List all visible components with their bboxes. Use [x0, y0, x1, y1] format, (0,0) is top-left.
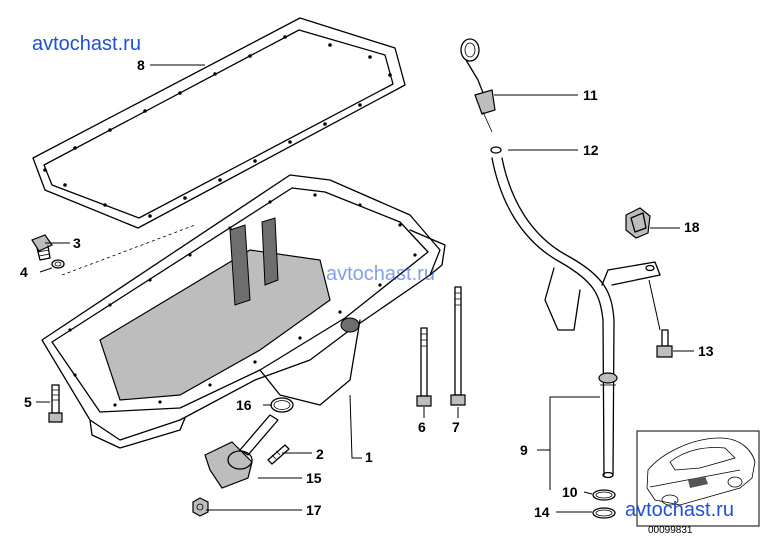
oil-pan-gasket [32, 17, 406, 229]
vehicle-locator-inset: 00099831 [636, 430, 760, 536]
bolt-7 [450, 286, 466, 406]
callout-1: 1 [365, 449, 373, 465]
drain-plug [31, 234, 53, 261]
watermark-top-left: avtochast.ru [32, 33, 141, 55]
callout-10: 10 [562, 484, 578, 500]
bolt-2 [267, 444, 290, 465]
callout-14: 14 [534, 504, 550, 520]
callout-labels: 8 3 4 5 16 2 1 15 17 6 7 11 12 18 13 9 1… [20, 57, 714, 520]
document-number: 00099831 [648, 525, 693, 536]
callout-2: 2 [316, 446, 324, 462]
oil-dipstick [460, 38, 496, 133]
callout-11: 11 [583, 87, 598, 103]
dipstick-guide-tube [491, 157, 661, 479]
nut-17 [192, 497, 209, 517]
clip-18 [625, 207, 651, 239]
watermark-center: avtochast.ru [326, 263, 435, 285]
callout-16: 16 [236, 397, 252, 413]
o-ring-10 [592, 489, 616, 501]
bolt-6 [416, 327, 432, 407]
leader-lines [36, 64, 694, 513]
callout-13: 13 [698, 343, 714, 359]
callout-17: 17 [306, 502, 322, 518]
callout-3: 3 [73, 235, 81, 251]
oil-pickup-strainer [204, 414, 279, 489]
dipstick-o-ring [490, 146, 502, 154]
drain-plug-washer [51, 259, 65, 269]
callout-7: 7 [452, 419, 460, 435]
bolt-5 [48, 384, 63, 423]
callout-4: 4 [20, 264, 28, 280]
callout-5: 5 [24, 394, 32, 410]
bolt-13 [656, 329, 673, 358]
callout-8: 8 [137, 57, 145, 73]
watermark-bottom-right: avtochast.ru [625, 499, 734, 521]
callout-9: 9 [520, 442, 528, 458]
callout-15: 15 [306, 470, 322, 486]
o-ring-14 [592, 507, 616, 519]
callout-6: 6 [418, 419, 426, 435]
callout-12: 12 [583, 142, 599, 158]
callout-18: 18 [684, 219, 700, 235]
oil-pan [41, 174, 446, 449]
oil-pump-o-ring [270, 397, 294, 413]
